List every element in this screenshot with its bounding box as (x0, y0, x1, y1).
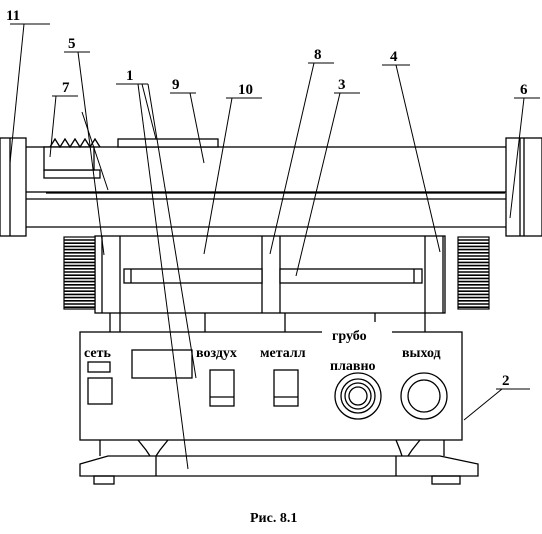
metal-switch[interactable] (273, 369, 299, 407)
callout-6: 6 (520, 82, 528, 98)
callout-7: 7 (62, 80, 70, 96)
callout-4: 4 (390, 49, 398, 65)
callout-3: 3 (338, 77, 346, 93)
figure-caption: Рис. 8.1 (250, 511, 297, 526)
display-window (131, 349, 193, 379)
power-label: сеть (84, 346, 111, 361)
output-label: выход (402, 346, 441, 361)
left-ribbed-knob (63, 236, 96, 310)
callout-8: 8 (314, 47, 322, 63)
gear-rack (43, 137, 101, 179)
output-connector[interactable] (400, 372, 448, 420)
callout-11: 11 (6, 8, 20, 24)
callout-1: 1 (126, 68, 134, 84)
callout-2: 2 (502, 373, 510, 389)
coarse-fine-knob[interactable] (334, 372, 382, 420)
air-switch[interactable] (209, 369, 235, 407)
power-indicator (87, 361, 111, 373)
sample-plate (117, 138, 219, 148)
metal-label: металл (260, 346, 306, 361)
air-label: воздух (196, 346, 237, 361)
coarse-label: грубо (332, 329, 367, 344)
right-end-block (505, 137, 542, 237)
callout-9: 9 (172, 77, 180, 93)
left-end-block (0, 137, 27, 237)
callout-5: 5 (68, 36, 76, 52)
carriage (94, 235, 446, 314)
control-panel (79, 331, 463, 441)
leader-lines (9, 23, 540, 470)
base (79, 439, 479, 485)
callout-10: 10 (238, 82, 253, 98)
power-switch[interactable] (87, 377, 113, 405)
right-ribbed-knob (457, 236, 490, 310)
fine-label: плавно (330, 359, 376, 374)
